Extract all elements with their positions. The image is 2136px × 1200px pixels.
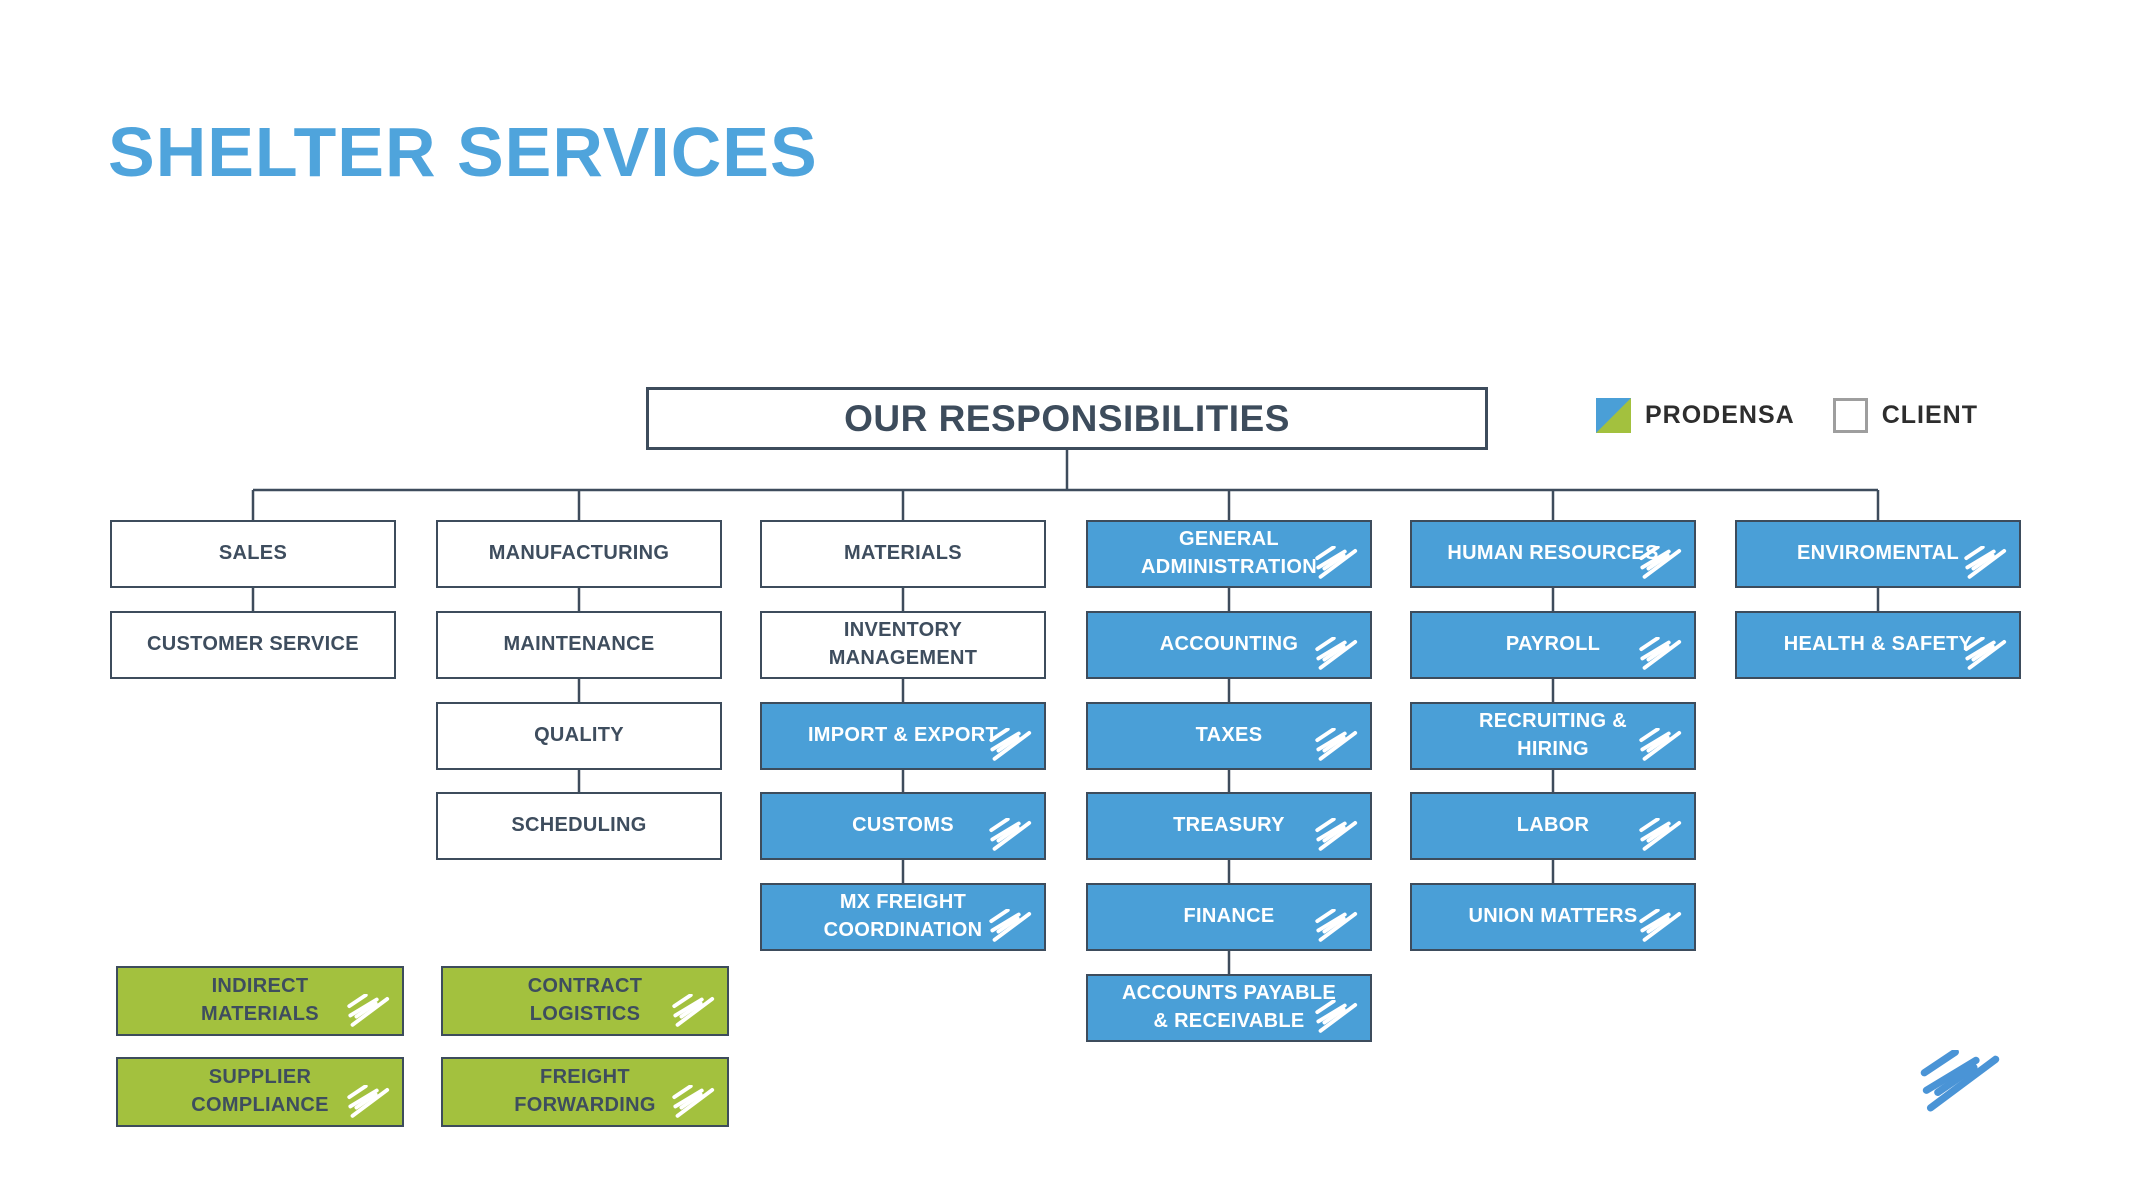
- prodensa-hatch-icon: [1964, 637, 2007, 670]
- org-node-label: SALES: [218, 542, 288, 565]
- org-node-customs: CUSTOMS: [760, 792, 1046, 860]
- org-node-label: LABOR: [1516, 814, 1590, 837]
- org-node-indirect-materials: INDIRECT MATERIALS: [116, 966, 404, 1036]
- org-node-payroll: PAYROLL: [1410, 611, 1696, 679]
- legend: PRODENSA CLIENT: [1596, 398, 1978, 433]
- org-node-quality: QUALITY: [436, 702, 722, 770]
- org-root-box: OUR RESPONSIBILITIES: [646, 387, 1488, 450]
- page-title: SHELTER SERVICES: [108, 113, 818, 191]
- org-node-label: GENERAL ADMINISTRATION: [1140, 528, 1318, 578]
- org-node-recruiting-hiring: RECRUITING & HIRING: [1410, 702, 1696, 770]
- org-node-label: HEALTH & SAFETY: [1783, 633, 1973, 656]
- prodensa-logo-icon: [1920, 1050, 2000, 1112]
- prodensa-hatch-icon: [989, 909, 1032, 942]
- prodensa-hatch-icon: [347, 994, 390, 1027]
- prodensa-hatch-icon: [1315, 909, 1358, 942]
- org-node-sales: SALES: [110, 520, 396, 588]
- prodensa-hatch-icon: [1315, 637, 1358, 670]
- org-node-label: RECRUITING & HIRING: [1478, 710, 1628, 760]
- org-node-label: INDIRECT MATERIALS: [201, 975, 319, 1025]
- org-node-human-resources: HUMAN RESOURCES: [1410, 520, 1696, 588]
- org-node-label: MAINTENANCE: [503, 633, 655, 656]
- org-node-label: MANUFACTURING: [488, 542, 670, 565]
- org-node-contract-logistics: CONTRACT LOGISTICS: [441, 966, 729, 1036]
- prodensa-hatch-icon: [1964, 546, 2007, 579]
- org-node-label: TAXES: [1195, 724, 1263, 747]
- legend-item-prodensa: PRODENSA: [1596, 398, 1795, 433]
- org-node-label: FINANCE: [1183, 905, 1275, 928]
- org-node-materials: MATERIALS: [760, 520, 1046, 588]
- prodensa-hatch-icon: [1639, 546, 1682, 579]
- prodensa-hatch-icon: [672, 994, 715, 1027]
- client-swatch-icon: [1832, 398, 1868, 433]
- org-node-union-matters: UNION MATTERS: [1410, 883, 1696, 951]
- org-node-manufacturing: MANUFACTURING: [436, 520, 722, 588]
- org-node-label: INVENTORY MANAGEMENT: [828, 619, 978, 669]
- org-node-enviromental: ENVIROMENTAL: [1735, 520, 2021, 588]
- org-node-labor: LABOR: [1410, 792, 1696, 860]
- org-node-taxes: TAXES: [1086, 702, 1372, 770]
- prodensa-hatch-icon: [1315, 728, 1358, 761]
- org-node-label: HUMAN RESOURCES: [1447, 542, 1659, 565]
- org-node-label: UNION MATTERS: [1468, 905, 1638, 928]
- prodensa-hatch-icon: [347, 1085, 390, 1118]
- org-node-label: ENVIROMENTAL: [1796, 542, 1960, 565]
- legend-label-client: CLIENT: [1881, 401, 1978, 429]
- org-node-label: TREASURY: [1173, 814, 1285, 837]
- org-node-label: MATERIALS: [844, 542, 962, 565]
- org-node-label: ACCOUNTS PAYABLE & RECEIVABLE: [1121, 982, 1337, 1032]
- org-node-freight-forwarding: FREIGHT FORWARDING: [441, 1057, 729, 1127]
- prodensa-hatch-icon: [1639, 909, 1682, 942]
- org-node-supplier-compliance: SUPPLIER COMPLIANCE: [116, 1057, 404, 1127]
- org-node-label: MX FREIGHT COORDINATION: [823, 891, 983, 941]
- prodensa-hatch-icon: [1639, 637, 1682, 670]
- org-node-health-safety: HEALTH & SAFETY: [1735, 611, 2021, 679]
- org-node-inventory-management: INVENTORY MANAGEMENT: [760, 611, 1046, 679]
- org-node-customer-service: CUSTOMER SERVICE: [110, 611, 396, 679]
- legend-item-client: CLIENT: [1832, 398, 1978, 433]
- prodensa-hatch-icon: [989, 728, 1032, 761]
- org-node-accounting: ACCOUNTING: [1086, 611, 1372, 679]
- legend-label-prodensa: PRODENSA: [1645, 401, 1795, 429]
- org-node-treasury: TREASURY: [1086, 792, 1372, 860]
- org-node-label: SCHEDULING: [511, 814, 647, 837]
- prodensa-hatch-icon: [1639, 728, 1682, 761]
- org-node-label: CONTRACT LOGISTICS: [527, 975, 643, 1025]
- prodensa-hatch-icon: [1315, 546, 1358, 579]
- prodensa-hatch-icon: [989, 818, 1032, 851]
- org-node-maintenance: MAINTENANCE: [436, 611, 722, 679]
- org-node-accounts-payable-receivable: ACCOUNTS PAYABLE & RECEIVABLE: [1086, 974, 1372, 1042]
- prodensa-swatch-icon: [1596, 398, 1631, 433]
- org-node-label: CUSTOMER SERVICE: [147, 633, 359, 656]
- org-node-label: PAYROLL: [1505, 633, 1601, 656]
- org-node-mx-freight-coordination: MX FREIGHT COORDINATION: [760, 883, 1046, 951]
- org-node-finance: FINANCE: [1086, 883, 1372, 951]
- prodensa-hatch-icon: [1315, 1000, 1358, 1033]
- prodensa-hatch-icon: [672, 1085, 715, 1118]
- prodensa-hatch-icon: [1639, 818, 1682, 851]
- org-node-scheduling: SCHEDULING: [436, 792, 722, 860]
- org-node-label: SUPPLIER COMPLIANCE: [191, 1066, 329, 1116]
- org-node-label: IMPORT & EXPORT: [807, 724, 999, 747]
- org-node-label: CUSTOMS: [852, 814, 954, 837]
- prodensa-hatch-icon: [1315, 818, 1358, 851]
- org-node-label: ACCOUNTING: [1159, 633, 1299, 656]
- org-node-label: QUALITY: [534, 724, 624, 747]
- org-node-import-export: IMPORT & EXPORT: [760, 702, 1046, 770]
- org-node-label: FREIGHT FORWARDING: [514, 1066, 656, 1116]
- org-node-general-administration: GENERAL ADMINISTRATION: [1086, 520, 1372, 588]
